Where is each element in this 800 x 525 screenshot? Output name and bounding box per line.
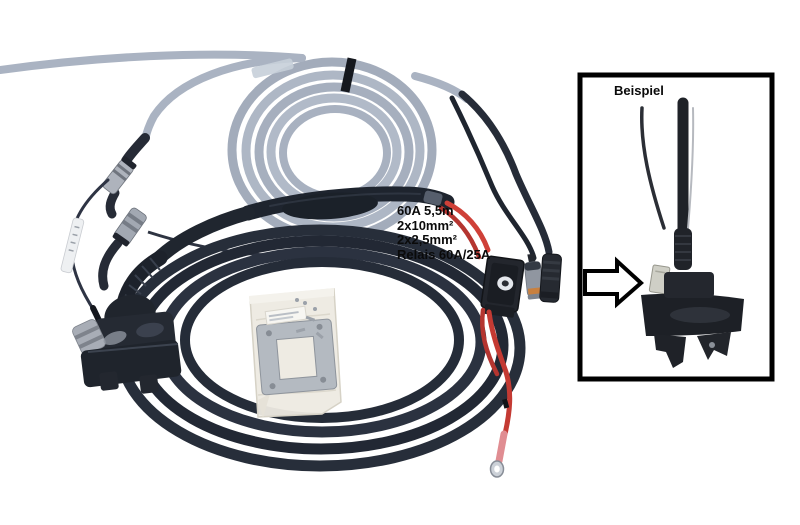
- red-cable-tie: [502, 398, 510, 409]
- example-connector: [641, 228, 744, 368]
- wire-label-sleeve: [60, 217, 85, 274]
- spec-line: 2x10mm²: [397, 217, 454, 233]
- red-wires-upper: [438, 200, 491, 260]
- bag-label: [264, 305, 308, 326]
- relay-block: [480, 255, 525, 318]
- round-connector-gray: [524, 253, 544, 300]
- label-wire: [69, 178, 110, 331]
- screws: [295, 298, 324, 340]
- mounting-bracket: [256, 318, 338, 396]
- specs-annotation: 60A 5,5m 2x10mm² 2x2,5mm² Relais 60A/25A: [397, 203, 491, 262]
- inline-connector-1: [102, 156, 137, 195]
- example-box-title: Beispiel: [614, 83, 664, 98]
- bag-corner-fold: [258, 394, 270, 418]
- example-cables: [639, 97, 695, 241]
- metal-side-cylinder: [72, 319, 106, 355]
- y-splice-junction: [151, 186, 455, 266]
- spec-line: 2x2,5mm²: [397, 232, 457, 247]
- hardware-bag: [249, 288, 342, 418]
- right-branch-cables: [449, 90, 553, 261]
- gray-cable-label-sleeve: [251, 58, 294, 79]
- inline-connector-2: [112, 207, 147, 247]
- spec-line: 60A 5,5m: [397, 203, 454, 218]
- ring-terminal: [489, 460, 505, 478]
- arrow-right-icon: [583, 256, 644, 309]
- red-wires-lower: [480, 307, 513, 465]
- gray-coil-cable-tie: [340, 57, 357, 93]
- main-connector-assembly: [72, 250, 182, 394]
- round-connector-black: [539, 253, 562, 303]
- example-box: [577, 72, 775, 382]
- spec-line: Relais 60A/25A: [397, 246, 491, 262]
